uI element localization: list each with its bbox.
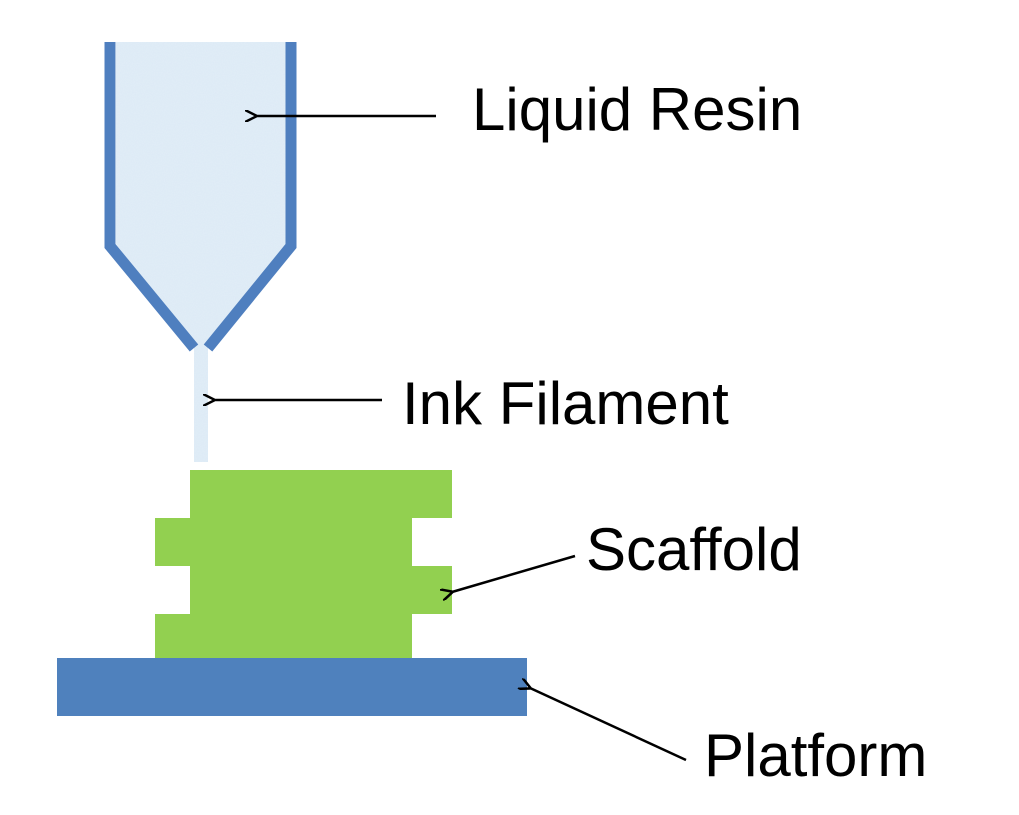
arrow-platform <box>530 688 687 762</box>
label-scaffold: Scaffold <box>586 516 802 583</box>
label-platform: Platform <box>704 722 927 789</box>
liquid-resin-fill <box>116 42 286 462</box>
nozzle-right-wall <box>203 42 297 352</box>
scaffold-shape <box>155 470 452 660</box>
label-liquid-resin: Liquid Resin <box>472 76 802 143</box>
arrow-scaffold <box>452 554 576 592</box>
platform-shape <box>57 658 527 716</box>
label-ink-filament: Ink Filament <box>402 370 729 437</box>
nozzle-left-wall <box>104 42 199 352</box>
